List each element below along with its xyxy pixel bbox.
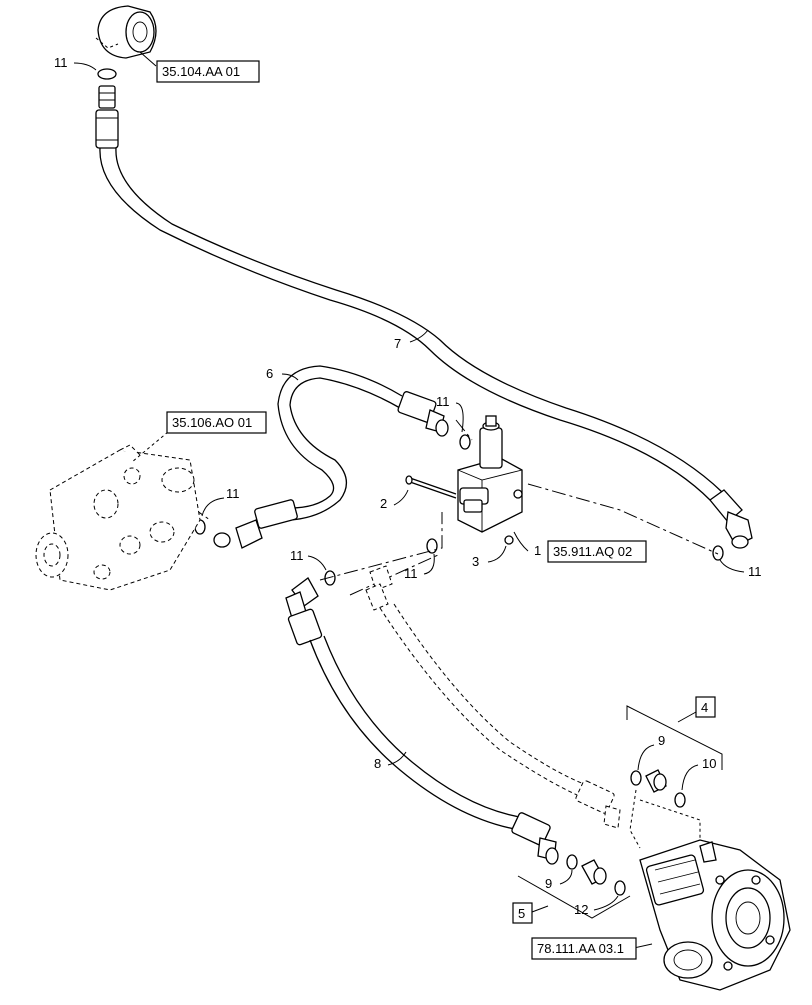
o-ring-11-right <box>712 545 724 561</box>
assembly-line-5 <box>455 419 473 441</box>
callout-6: 6 <box>266 366 273 381</box>
callout-11-top: 11 <box>54 55 68 70</box>
callout-11-valve-top: 11 <box>436 394 450 409</box>
o-ring-11-hose8 <box>324 570 336 586</box>
callout-11-left: 11 <box>226 486 240 501</box>
callout-9-upper: 9 <box>658 733 665 748</box>
callout-2: 2 <box>380 496 387 511</box>
callout-10: 10 <box>702 756 716 771</box>
o-ring-11-valve-bottom <box>426 538 438 554</box>
o-ring-11-valve-top <box>459 434 471 450</box>
callout-4: 4 <box>701 700 708 715</box>
hose-7 <box>95 85 753 549</box>
fitting-kit-5 <box>517 854 631 919</box>
callout-11-hose8: 11 <box>290 548 304 563</box>
callout-11-valve-bottom: 11 <box>404 566 418 581</box>
ghost-hose <box>365 565 621 829</box>
hose-8 <box>285 577 559 865</box>
callout-7: 7 <box>394 336 401 351</box>
assembly-line-4 <box>527 483 719 555</box>
reference-labels: 35.104.AA 01 35.106.AO 01 35.911.AQ 02 7… <box>131 51 653 960</box>
reference-35-106-ao-01[interactable]: 35.106.AO 01 <box>172 415 252 430</box>
assembly-line-3 <box>349 554 439 596</box>
callout-box-4 <box>695 696 716 718</box>
callout-3: 3 <box>472 554 479 569</box>
reference-78-111-aa-03-1[interactable]: 78.111.AA 03.1 <box>537 941 624 956</box>
callout-box-5 <box>512 902 533 924</box>
o-ring-11-top <box>97 68 117 80</box>
top-cylinder-port <box>95 5 157 59</box>
assembly-line-2 <box>319 512 443 581</box>
callout-11-right: 11 <box>748 564 762 579</box>
callout-9-lower: 9 <box>545 876 552 891</box>
callout-12: 12 <box>574 902 588 917</box>
reference-35-911-aq-02[interactable]: 35.911.AQ 02 <box>553 544 632 559</box>
reference-35-104-aa-01[interactable]: 35.104.AA 01 <box>162 64 240 79</box>
hydraulic-motor <box>639 839 791 991</box>
callout-1: 1 <box>534 543 541 558</box>
fitting-kit-4 <box>626 705 723 849</box>
valve-block <box>457 415 523 533</box>
callout-8: 8 <box>374 756 381 771</box>
plug-3 <box>504 535 514 545</box>
left-manifold <box>35 444 201 591</box>
hose-6 <box>213 365 449 549</box>
bolt-2 <box>405 475 457 499</box>
callouts: 11 7 6 11 11 2 1 3 11 11 11 8 9 <box>54 55 762 924</box>
callout-5: 5 <box>518 906 525 921</box>
